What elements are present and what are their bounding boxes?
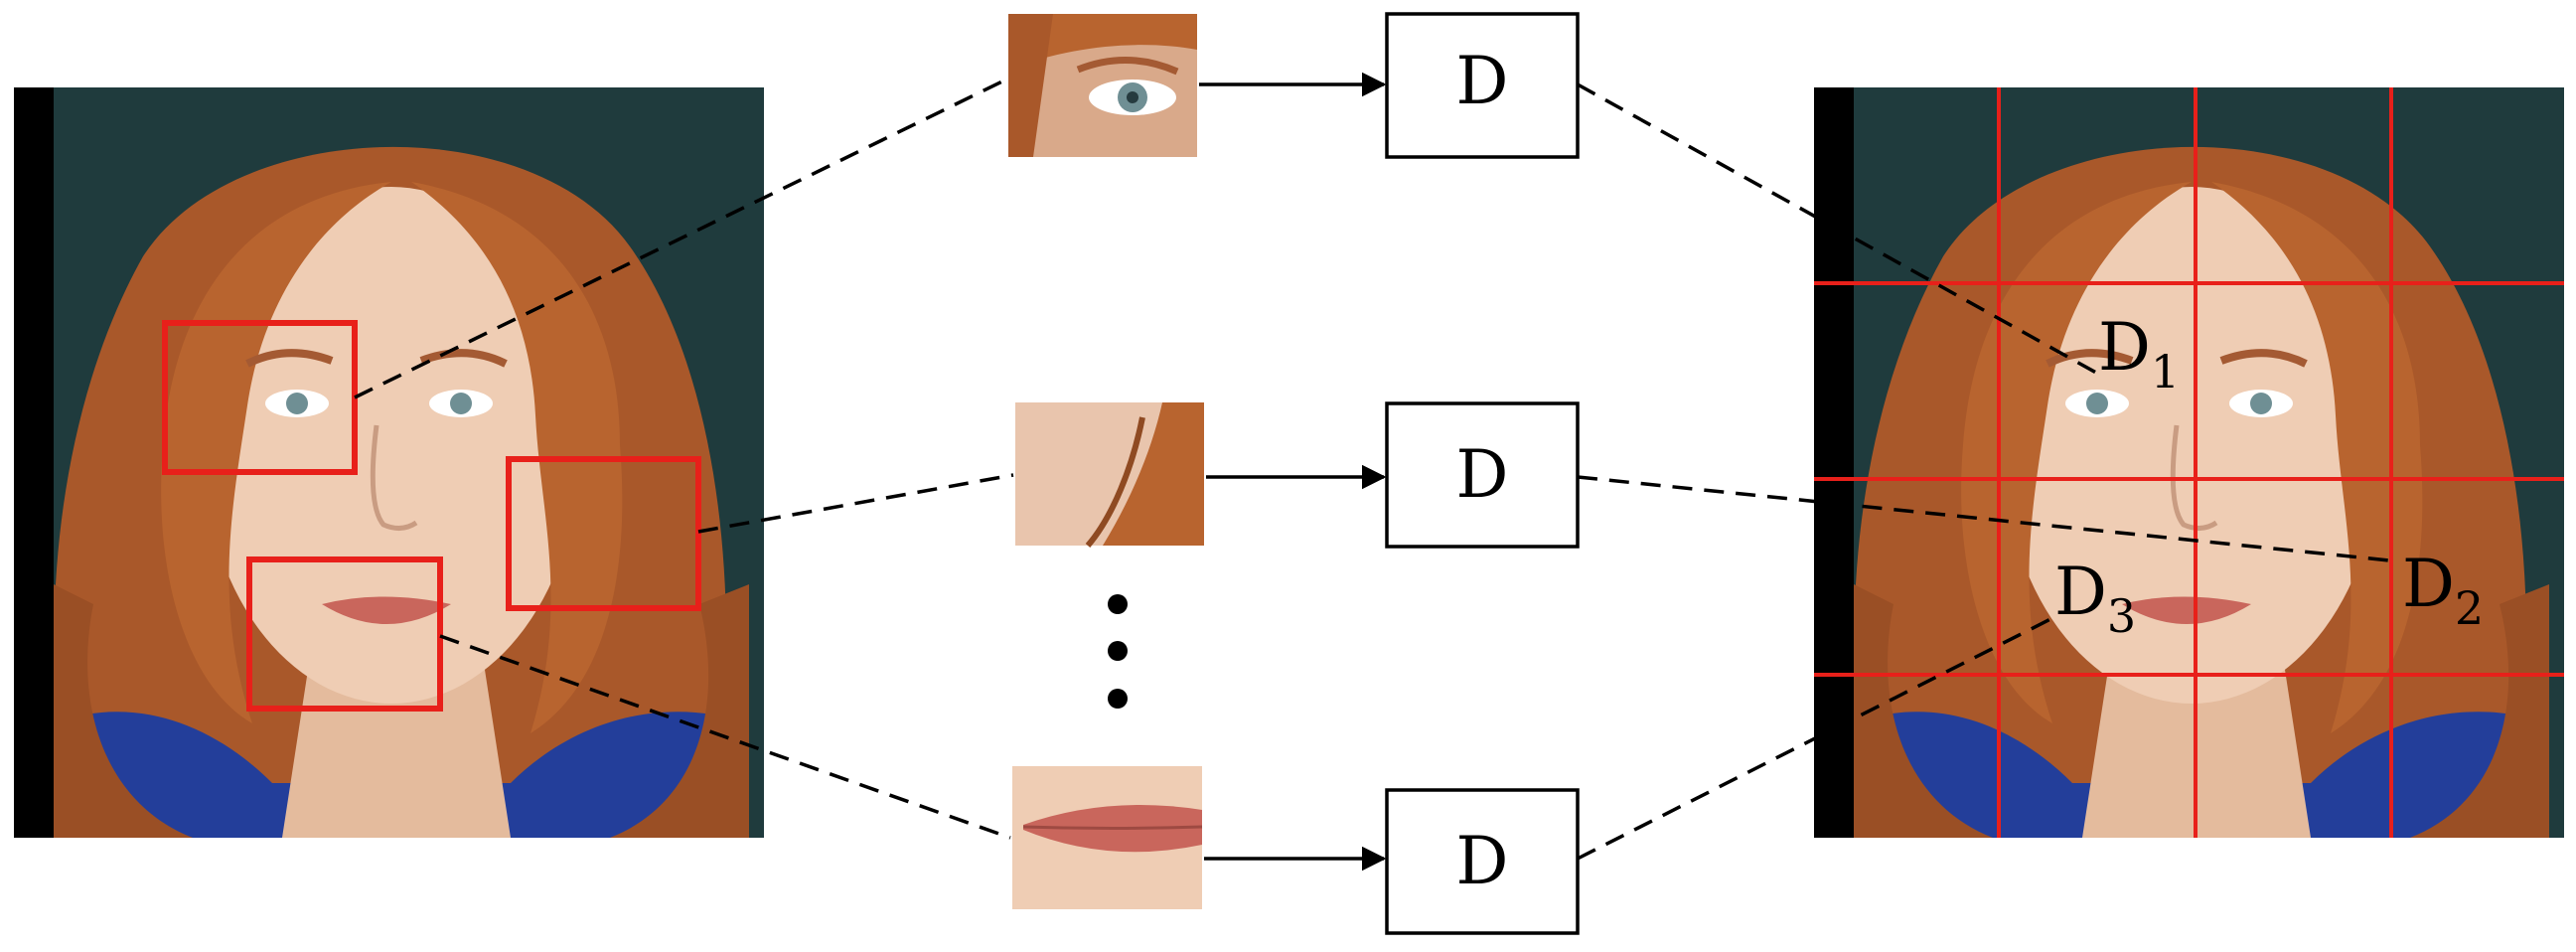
patch-label-d1: D1 (2098, 309, 2180, 398)
cheek-crop-box (506, 456, 701, 611)
discriminator-box-middle: D (1385, 401, 1580, 549)
patch-label-d2: D2 (2402, 546, 2484, 635)
dashed-connectors (354, 78, 2400, 861)
left-face-image (14, 87, 764, 838)
discriminator-box-top: D (1385, 12, 1580, 159)
discriminator-label: D (1456, 823, 1509, 899)
mouth-patch (1012, 766, 1203, 909)
eye-patch (1008, 14, 1197, 157)
cheek-patch (1015, 402, 1204, 548)
ellipsis-dots (1108, 594, 1128, 709)
mouth-crop-box (246, 556, 443, 712)
patch-grid (1814, 87, 2564, 838)
discriminator-label: D (1456, 43, 1509, 119)
right-face-image (1814, 87, 2564, 838)
discriminator-box-bottom: D (1385, 788, 1580, 935)
patch-label-d3: D3 (2054, 554, 2136, 643)
discriminator-label: D (1456, 436, 1509, 513)
